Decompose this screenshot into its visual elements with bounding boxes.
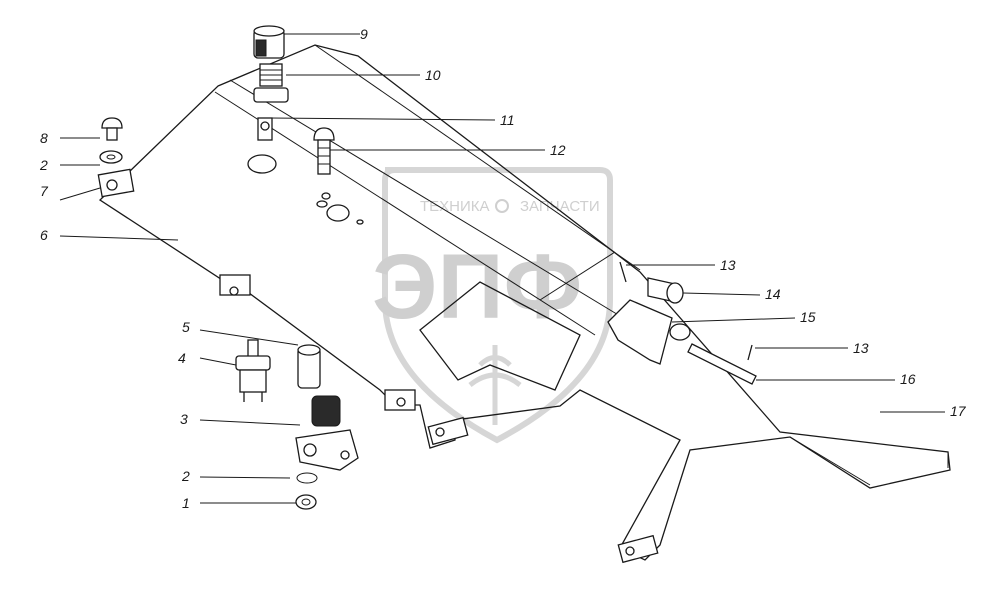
- part-8-screw: [101, 117, 123, 141]
- callout-13-upper: 13: [720, 257, 736, 273]
- plate-holes: [247, 154, 364, 225]
- callout-13-lower: 13: [853, 340, 869, 356]
- part-11-sleeve: [257, 117, 273, 141]
- callout-11: 11: [500, 112, 515, 128]
- callout-10: 10: [425, 67, 441, 83]
- callout-9: 9: [360, 26, 368, 42]
- part-13-pin-upper: [619, 261, 627, 283]
- part-1-nut: [295, 494, 317, 510]
- callout-1: 1: [182, 495, 190, 511]
- callout-6: 6: [40, 227, 48, 243]
- callout-labels: 9 10 11 12 8 2 7 6 5 4 3 2 1 13 14 15 13…: [39, 26, 967, 511]
- part-16-rod: [687, 343, 757, 385]
- part-10-switch: [253, 63, 289, 103]
- callout-14: 14: [765, 286, 781, 302]
- part-15-hinge: [607, 299, 691, 365]
- part-14-sleeve: [647, 277, 684, 304]
- washer-hole: [106, 154, 116, 160]
- plate-17: [98, 44, 951, 561]
- part-12-bolt: [313, 127, 335, 175]
- gear-icon: [495, 199, 509, 213]
- callout-4: 4: [178, 350, 186, 366]
- part-4-switch: [235, 339, 271, 402]
- part-3-lamp-holder: [295, 395, 359, 471]
- callout-7: 7: [40, 183, 49, 199]
- watermark-top-text: ТЕХНИКА: [420, 198, 490, 215]
- watermark: ТЕХНИКА ЗАПЧАСТИ ЭПФ: [372, 167, 613, 444]
- watermark-logo-text: ЭПФ: [372, 236, 582, 338]
- mounting-tabs: [97, 168, 659, 564]
- callout-2-upper: 2: [39, 157, 48, 173]
- callout-3: 3: [180, 411, 188, 427]
- leader-lines: [59, 33, 945, 504]
- watermark-top-text-right: ЗАПЧАСТИ: [520, 198, 600, 215]
- callout-8: 8: [40, 130, 48, 146]
- part-2-washer-lower: [296, 472, 318, 484]
- callout-2-lower: 2: [181, 468, 190, 484]
- callout-16: 16: [900, 371, 916, 387]
- callout-17: 17: [950, 403, 967, 419]
- part-2-washer-upper: [99, 150, 123, 164]
- callout-12: 12: [550, 142, 566, 158]
- callout-15: 15: [800, 309, 816, 325]
- part-5-spacer: [297, 344, 321, 389]
- callout-5: 5: [182, 319, 190, 335]
- part-9-knob: [253, 25, 285, 59]
- part-13-pin-lower: [747, 344, 753, 361]
